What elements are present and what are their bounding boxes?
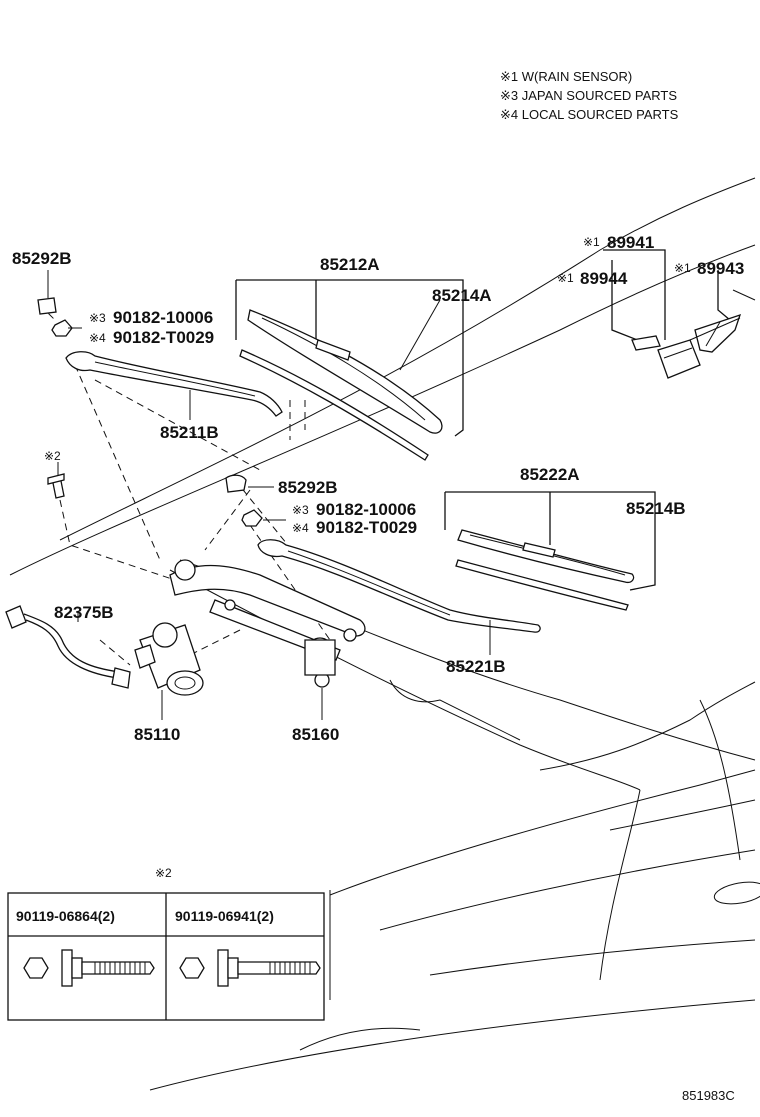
mark-3-upper: ※3 bbox=[89, 311, 106, 325]
label-89943: 89943 bbox=[697, 259, 744, 278]
label-85292B-lower: 85292B bbox=[278, 478, 338, 497]
small-parts bbox=[37, 297, 263, 527]
wiper-motor bbox=[134, 622, 204, 696]
label-85292B-upper: 85292B bbox=[12, 249, 72, 268]
label-85212A: 85212A bbox=[320, 255, 380, 274]
label-85222A: 85222A bbox=[520, 465, 580, 484]
label-90182-T0029-upper: 90182-T0029 bbox=[113, 328, 214, 347]
mark-2-bolt: ※2 bbox=[44, 449, 61, 463]
bolt-90119-06864-drawing bbox=[23, 949, 155, 987]
note-rain-sensor: ※1 W(RAIN SENSOR) bbox=[500, 69, 632, 84]
bolt-table-header-1: 90119-06864(2) bbox=[16, 908, 115, 924]
mark-4-upper: ※4 bbox=[89, 331, 106, 345]
rain-sensor-parts bbox=[631, 289, 756, 379]
mark-2-table: ※2 bbox=[155, 866, 172, 880]
label-89944: 89944 bbox=[580, 269, 628, 288]
wiper-link-assembly bbox=[169, 559, 366, 688]
lower-wiper-arm bbox=[257, 539, 541, 633]
mark-1-89943: ※1 bbox=[674, 261, 691, 275]
wire-harness bbox=[5, 605, 131, 689]
bolt-table: 90119-06864(2) 90119-06941(2) bbox=[7, 892, 325, 1021]
label-85214A: 85214A bbox=[432, 286, 492, 305]
bolt-table-header-2: 90119-06941(2) bbox=[175, 908, 274, 924]
label-85221B: 85221B bbox=[446, 657, 506, 676]
upper-wiper-arm bbox=[65, 351, 283, 417]
leader-lines bbox=[47, 270, 491, 720]
mark-1-89941: ※1 bbox=[583, 235, 600, 249]
note-local-sourced: ※4 LOCAL SOURCED PARTS bbox=[500, 107, 679, 122]
note-japan-sourced: ※3 JAPAN SOURCED PARTS bbox=[500, 88, 677, 103]
mark-4-lower: ※4 bbox=[292, 521, 309, 535]
mark-3-lower: ※3 bbox=[292, 503, 309, 517]
label-85160: 85160 bbox=[292, 725, 339, 744]
label-82375B: 82375B bbox=[54, 603, 114, 622]
figure-code: 851983C bbox=[682, 1088, 735, 1103]
bolt-90119-06941-drawing bbox=[179, 949, 321, 987]
label-90182-10006-lower: 90182-10006 bbox=[316, 500, 416, 519]
label-89941: 89941 bbox=[607, 233, 654, 252]
label-85110: 85110 bbox=[134, 725, 180, 744]
upper-wiper-blade bbox=[239, 309, 443, 461]
lower-wiper-blade bbox=[455, 529, 635, 611]
assembly-brackets bbox=[235, 249, 731, 591]
label-90182-10006-upper: 90182-10006 bbox=[113, 308, 213, 327]
label-90182-T0029-lower: 90182-T0029 bbox=[316, 518, 417, 537]
mark-1-89944: ※1 bbox=[557, 271, 574, 285]
label-85211B: 85211B bbox=[160, 423, 219, 442]
car-body-outline bbox=[9, 177, 760, 1091]
label-85214B: 85214B bbox=[626, 499, 686, 518]
